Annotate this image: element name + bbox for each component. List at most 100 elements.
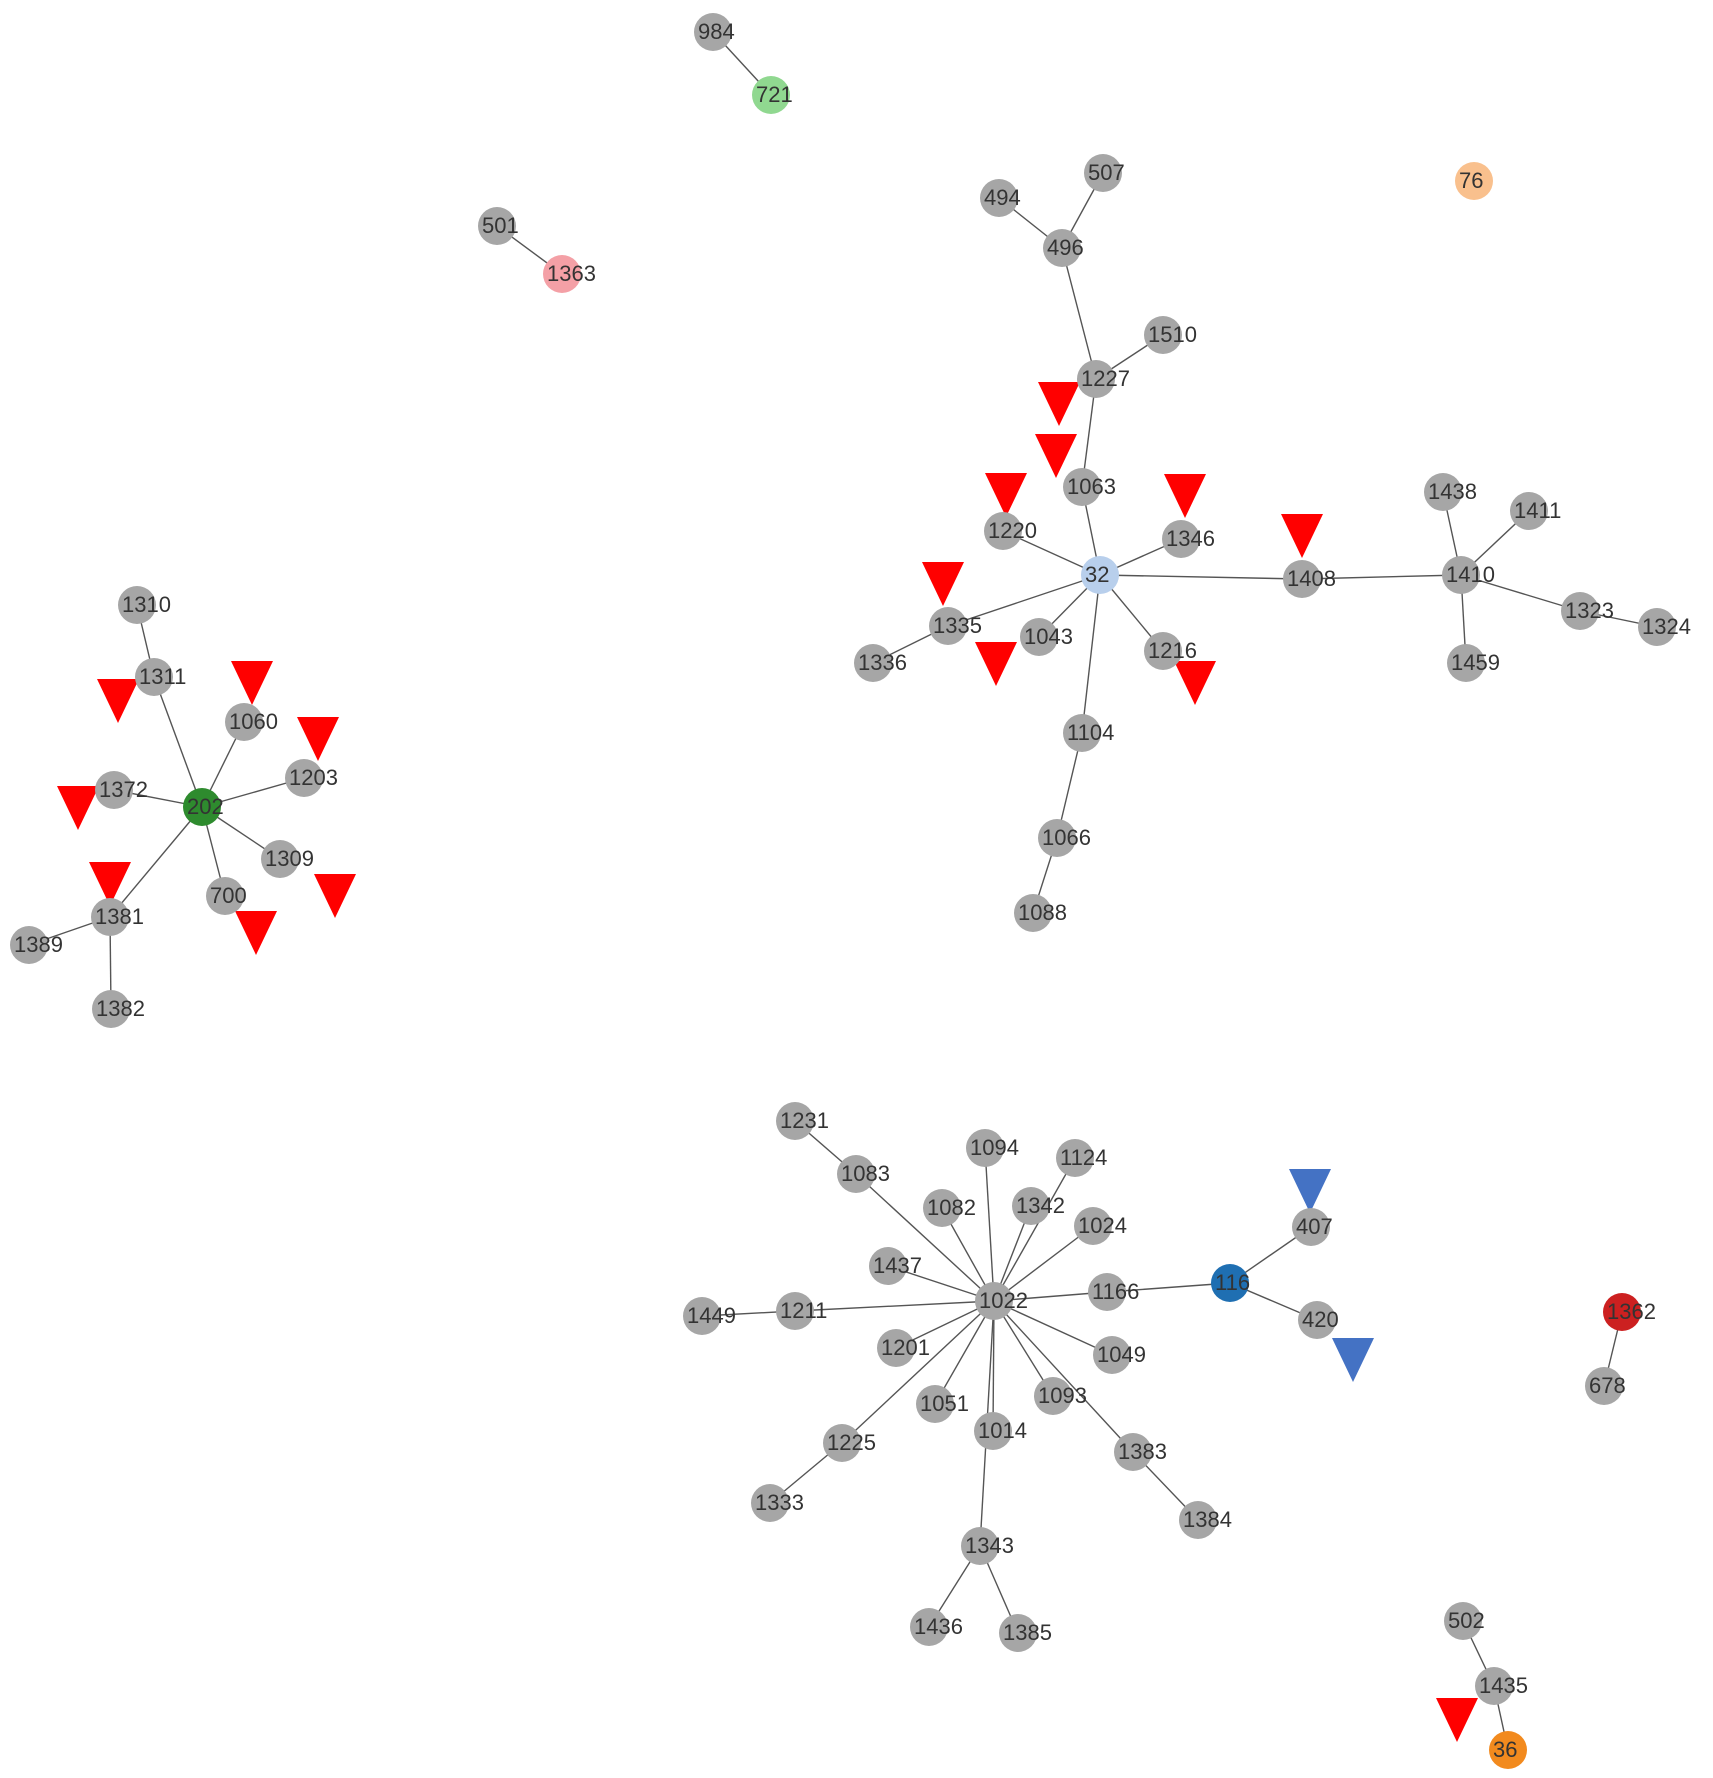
node-1343[interactable]: 1343 [961, 1527, 1014, 1565]
node-1336[interactable]: 1336 [854, 644, 907, 682]
node-984[interactable]: 984 [694, 13, 735, 51]
node-496[interactable]: 496 [1043, 229, 1084, 267]
node-1372[interactable]: 1372 [95, 771, 148, 809]
node-1342[interactable]: 1342 [1012, 1187, 1065, 1225]
node-label-1066: 1066 [1042, 825, 1091, 850]
node-1383[interactable]: 1383 [1114, 1433, 1167, 1471]
node-32[interactable]: 32 [1081, 556, 1119, 594]
node-1211[interactable]: 1211 [776, 1292, 827, 1330]
node-1410[interactable]: 1410 [1442, 556, 1495, 594]
node-1310[interactable]: 1310 [118, 586, 171, 624]
node-1203[interactable]: 1203 [285, 759, 338, 797]
node-1437[interactable]: 1437 [869, 1247, 922, 1285]
node-700[interactable]: 700 [206, 877, 247, 915]
node-407[interactable]: 407 [1292, 1208, 1333, 1246]
node-label-1104: 1104 [1067, 720, 1114, 745]
node-1093[interactable]: 1093 [1034, 1377, 1087, 1415]
node-1063[interactable]: 1063 [1063, 468, 1116, 506]
node-36[interactable]: 36 [1489, 1731, 1527, 1769]
edge-1094-1022 [984, 1147, 995, 1302]
node-circle-1335 [929, 607, 967, 645]
node-116[interactable]: 116 [1211, 1264, 1250, 1302]
edge-1024-1022 [993, 1225, 1094, 1302]
node-1459[interactable]: 1459 [1447, 644, 1500, 682]
node-1024[interactable]: 1024 [1074, 1207, 1127, 1245]
node-1311[interactable]: 1311 [135, 658, 186, 696]
node-1385[interactable]: 1385 [999, 1614, 1052, 1652]
node-494[interactable]: 494 [980, 179, 1021, 217]
markers-layer [57, 382, 1478, 1742]
edge-1014-1022 [992, 1300, 995, 1432]
node-202[interactable]: 202 [183, 788, 224, 826]
node-1381[interactable]: 1381 [91, 898, 144, 936]
node-1438[interactable]: 1438 [1424, 473, 1477, 511]
node-1449[interactable]: 1449 [683, 1297, 736, 1335]
node-circle-1083 [837, 1155, 875, 1193]
node-1231[interactable]: 1231 [776, 1102, 829, 1140]
node-1216[interactable]: 1216 [1144, 632, 1197, 670]
node-1323[interactable]: 1323 [1561, 592, 1614, 630]
edge-1383-1022 [993, 1300, 1134, 1453]
node-1066[interactable]: 1066 [1038, 819, 1091, 857]
node-502[interactable]: 502 [1444, 1602, 1485, 1640]
node-label-1342: 1342 [1016, 1193, 1065, 1218]
node-label-116: 116 [1215, 1270, 1250, 1295]
node-label-1383: 1383 [1118, 1439, 1167, 1464]
node-501[interactable]: 501 [478, 207, 519, 245]
node-label-1449: 1449 [687, 1303, 736, 1328]
node-1227[interactable]: 1227 [1077, 360, 1130, 398]
node-1201[interactable]: 1201 [877, 1329, 930, 1367]
node-1333[interactable]: 1333 [751, 1484, 804, 1522]
node-circle-1060 [225, 703, 263, 741]
edge-32-1408 [1099, 574, 1303, 580]
node-1166[interactable]: 1166 [1088, 1273, 1139, 1311]
node-label-1082: 1082 [927, 1195, 976, 1220]
node-circle-1324 [1638, 608, 1676, 646]
node-1088[interactable]: 1088 [1014, 894, 1067, 932]
node-1389[interactable]: 1389 [10, 926, 63, 964]
node-label-721: 721 [756, 82, 793, 107]
node-1436[interactable]: 1436 [910, 1608, 963, 1646]
node-circle-1343 [961, 1527, 999, 1565]
node-label-1436: 1436 [914, 1614, 963, 1639]
node-1346[interactable]: 1346 [1162, 520, 1215, 558]
node-1335[interactable]: 1335 [929, 607, 982, 645]
node-1082[interactable]: 1082 [923, 1189, 976, 1227]
node-1362[interactable]: 1362 [1603, 1293, 1656, 1331]
node-1124[interactable]: 1124 [1056, 1139, 1107, 1177]
node-1382[interactable]: 1382 [92, 990, 145, 1028]
node-circle-1043 [1020, 618, 1058, 656]
node-1104[interactable]: 1104 [1063, 714, 1114, 752]
node-1051[interactable]: 1051 [916, 1385, 969, 1423]
red-triangle-marker-1435 [1436, 1698, 1478, 1742]
node-1083[interactable]: 1083 [837, 1155, 890, 1193]
node-1411[interactable]: 1411 [1510, 492, 1561, 530]
node-678[interactable]: 678 [1585, 1367, 1626, 1405]
node-1094[interactable]: 1094 [966, 1129, 1019, 1167]
node-1363[interactable]: 1363 [543, 255, 596, 293]
node-circle-1093 [1034, 1377, 1072, 1415]
node-1408[interactable]: 1408 [1283, 560, 1336, 598]
node-circle-1104 [1063, 714, 1101, 752]
red-triangle-marker-1372 [57, 786, 99, 830]
node-1324[interactable]: 1324 [1638, 608, 1691, 646]
edge-1124-1022 [993, 1157, 1076, 1302]
node-1225[interactable]: 1225 [823, 1424, 876, 1462]
node-1022[interactable]: 1022 [975, 1282, 1028, 1320]
node-label-1411: 1411 [1514, 498, 1561, 523]
node-1309[interactable]: 1309 [261, 840, 314, 878]
node-420[interactable]: 420 [1298, 1301, 1339, 1339]
node-507[interactable]: 507 [1084, 154, 1125, 192]
node-1435[interactable]: 1435 [1475, 1667, 1528, 1705]
node-1014[interactable]: 1014 [974, 1412, 1027, 1450]
node-1043[interactable]: 1043 [1020, 618, 1073, 656]
node-1384[interactable]: 1384 [1179, 1501, 1232, 1539]
node-label-1225: 1225 [827, 1430, 876, 1455]
node-1510[interactable]: 1510 [1144, 316, 1197, 354]
node-1060[interactable]: 1060 [225, 703, 278, 741]
node-76[interactable]: 76 [1455, 162, 1493, 200]
node-1049[interactable]: 1049 [1093, 1336, 1146, 1374]
node-721[interactable]: 721 [752, 76, 793, 114]
node-label-1051: 1051 [920, 1391, 969, 1416]
node-1220[interactable]: 1220 [984, 512, 1037, 550]
